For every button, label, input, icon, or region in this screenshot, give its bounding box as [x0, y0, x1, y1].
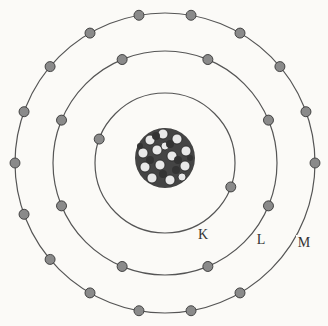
- nucleus: [135, 128, 195, 188]
- l-shell: [53, 51, 277, 275]
- k-shell: [95, 93, 235, 233]
- m-shell: [15, 13, 315, 313]
- shell-label: M: [296, 235, 312, 251]
- electrons: [10, 9, 320, 316]
- shell-label: L: [255, 232, 268, 248]
- shell-label: K: [196, 227, 210, 243]
